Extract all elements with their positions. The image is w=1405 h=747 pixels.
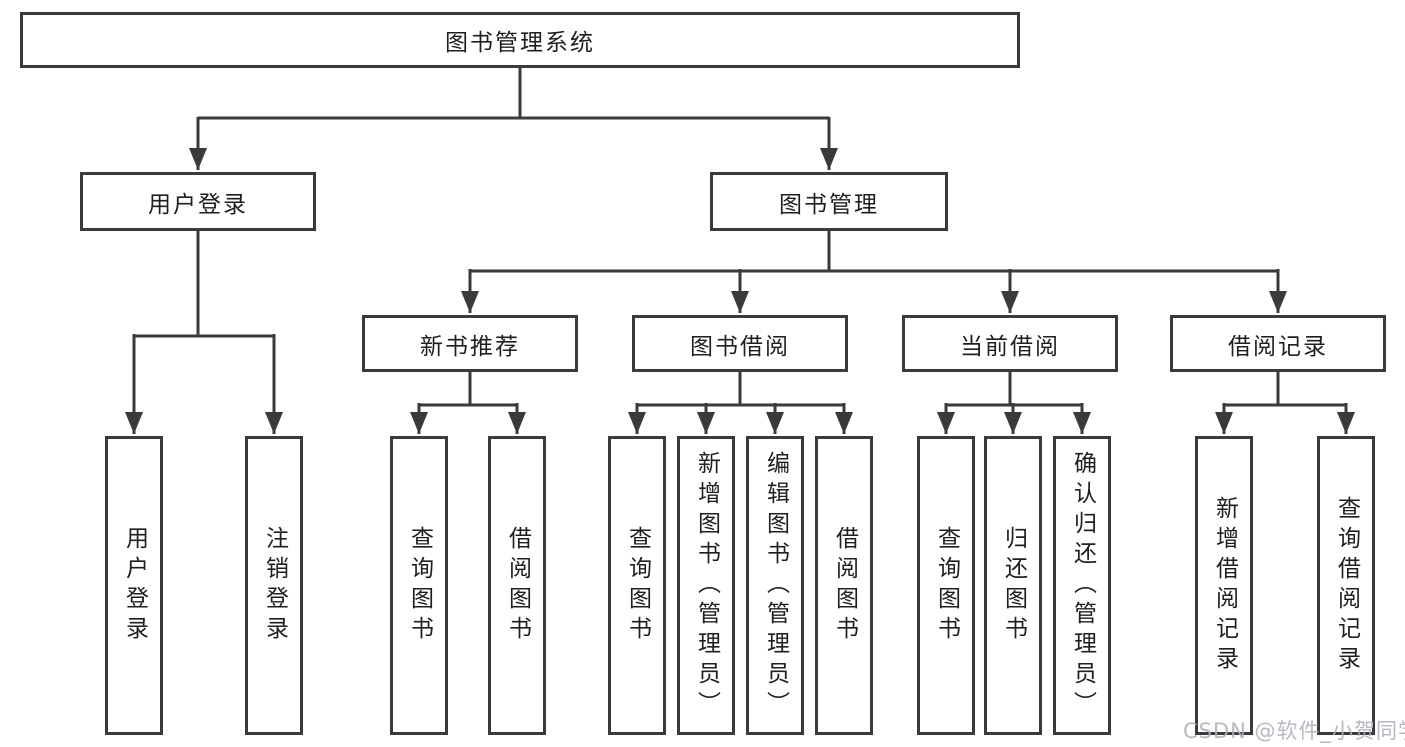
- leaf-borrow-books-2-label: 借阅图书: [831, 525, 858, 646]
- leaf-query-books-2: 查询图书: [608, 436, 666, 735]
- leaf-user-login-label: 用户登录: [121, 525, 148, 646]
- node-new-book-recommend: 新书推荐: [362, 315, 578, 372]
- node-new-book-recommend-label: 新书推荐: [420, 333, 520, 360]
- leaf-query-books-2-label: 查询图书: [624, 525, 651, 646]
- node-user-login: 用户登录: [80, 172, 316, 231]
- leaf-query-books-1: 查询图书: [390, 436, 448, 735]
- leaf-edit-books-admin-label: 编辑图书（管理员）: [762, 450, 789, 721]
- node-borrow-records: 借阅记录: [1170, 315, 1386, 372]
- node-borrow-records-label: 借阅记录: [1228, 333, 1328, 360]
- leaf-return-books: 归还图书: [984, 436, 1042, 735]
- csdn-watermark: CSDN @软件_小贺同学: [1183, 719, 1405, 743]
- node-book-borrow: 图书借阅: [632, 315, 848, 372]
- leaf-logout: 注销登录: [245, 436, 303, 735]
- node-user-login-label: 用户登录: [148, 191, 248, 218]
- leaf-query-borrow-record: 查询借阅记录: [1317, 436, 1375, 735]
- leaf-edit-books-admin: 编辑图书（管理员）: [746, 436, 804, 735]
- leaf-borrow-books-2: 借阅图书: [815, 436, 873, 735]
- leaf-add-books-admin-label: 新增图书（管理员）: [693, 450, 720, 721]
- node-book-management: 图书管理: [710, 172, 948, 231]
- leaf-query-borrow-record-label: 查询借阅记录: [1333, 495, 1360, 676]
- leaf-add-borrow-record: 新增借阅记录: [1195, 436, 1253, 735]
- leaf-add-borrow-record-label: 新增借阅记录: [1211, 495, 1238, 676]
- node-book-management-label: 图书管理: [779, 191, 879, 218]
- leaf-borrow-books-1: 借阅图书: [488, 436, 546, 735]
- node-current-borrow-label: 当前借阅: [960, 333, 1060, 360]
- node-root-label: 图书管理系统: [445, 30, 595, 56]
- leaf-query-books-1-label: 查询图书: [406, 525, 433, 646]
- leaf-borrow-books-1-label: 借阅图书: [504, 525, 531, 646]
- leaf-query-books-3: 查询图书: [917, 436, 975, 735]
- leaf-logout-label: 注销登录: [261, 525, 288, 646]
- leaf-add-books-admin: 新增图书（管理员）: [677, 436, 735, 735]
- leaf-return-books-label: 归还图书: [1000, 525, 1027, 646]
- leaf-query-books-3-label: 查询图书: [933, 525, 960, 646]
- leaf-confirm-return-admin: 确认归还（管理员）: [1053, 436, 1111, 735]
- node-root-system: 图书管理系统: [20, 12, 1020, 68]
- leaf-user-login: 用户登录: [105, 436, 163, 735]
- node-current-borrow: 当前借阅: [902, 315, 1118, 372]
- node-book-borrow-label: 图书借阅: [690, 333, 790, 360]
- leaf-confirm-return-admin-label: 确认归还（管理员）: [1069, 450, 1096, 721]
